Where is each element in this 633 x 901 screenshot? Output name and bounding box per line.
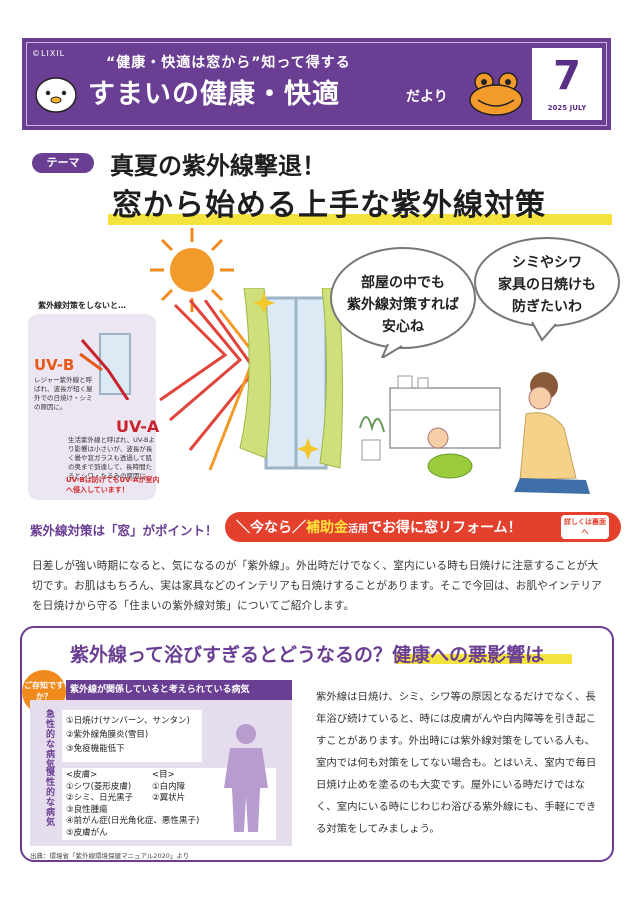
list-item: ①シワ(菱形皮膚): [66, 781, 132, 792]
uva-description: 生活紫外線と呼ばれ、UV-Bより影響は小さいが、波長が長く曇や窓ガラスも透過して…: [68, 436, 155, 480]
uva-label: UV-A: [116, 417, 160, 436]
cta-subsidy-text[interactable]: ＼今なら／補助金活用でお得に窓リフォーム！: [236, 520, 522, 536]
sun-icon: [150, 228, 234, 312]
person-silhouette-icon: [224, 724, 268, 832]
list-heading: <皮膚>: [66, 770, 98, 780]
list-item: ②紫外線角膜炎(雪目): [66, 730, 149, 740]
theme-tag: テーマ: [32, 153, 94, 173]
list-item: ②シミ、日光黒子: [66, 793, 134, 803]
issue-number: 7: [553, 53, 581, 99]
brand-logo: ©LIXIL: [32, 49, 66, 58]
intro-paragraph: 日差しが強い時期になると、気になるのが「紫外線」。外出時だけでなく、室内にいる時…: [32, 560, 602, 612]
source-citation: 出典：環境省「紫外線環境保健マニュアル2020」より: [30, 852, 190, 860]
list-item: ③免疫機能低下: [66, 744, 125, 754]
mini-window-icon: [79, 333, 131, 400]
theme-heading-line1: 真夏の紫外線撃退！: [110, 152, 326, 180]
cta-window-point: 紫外線対策は「窓」がポイント！: [30, 523, 218, 538]
uv-caption: 紫外線対策をしないと…: [38, 301, 126, 310]
uv-info-panel: [28, 314, 156, 500]
health-section: [20, 626, 614, 862]
list-item: ①白内障: [152, 781, 186, 792]
chronic-eye-list: <目> ①白内障 ②翼状片: [152, 770, 185, 805]
window-illustration: [239, 288, 344, 470]
uvb-label: UV-B: [34, 356, 75, 374]
theme-highlight: [108, 214, 612, 225]
acute-disease-list: ①日焼け(サンバーン、サンタン) ②紫外線角膜炎(雪目) ③免疫機能低下: [62, 710, 202, 762]
uv-warning: UV-Bは防げてもUV-Aが室内へ侵入しています！: [66, 476, 160, 494]
acute-label: 急性的な病気: [46, 710, 56, 770]
theme-heading-line2: 窓から始める上手な紫外線対策: [112, 188, 546, 223]
newsletter-title-suffix: だより: [406, 89, 448, 105]
list-heading: <目>: [152, 770, 175, 780]
disease-table-header: 紫外線が関係していると考えられている病気: [66, 680, 292, 700]
list-item: ⑤皮膚がん: [66, 827, 108, 838]
newsletter-title: すまいの健康・快適: [88, 79, 340, 110]
chronic-label: 慢性的な病気: [46, 768, 56, 828]
issue-date: 2025 JULY: [547, 104, 587, 112]
list-item: ③良性腫瘍: [66, 804, 108, 815]
health-title-highlight: [396, 654, 572, 664]
cta-subsidy-banner[interactable]: [225, 512, 621, 542]
list-item: ①日焼け(サンバーン、サンタン): [66, 716, 190, 726]
speech-bubble-left-text: 部屋の中でも紫外線対策すれば安心ね: [347, 275, 459, 335]
uvb-description: レジャー紫外線と呼ばれ、波長が短く屋外での日焼け・シミの原因に。: [34, 376, 93, 411]
list-item: ④前がん症(日光角化症、悪性黒子): [66, 816, 200, 826]
frog-mascot-icon: [469, 72, 523, 116]
issue-badge: [532, 48, 602, 120]
health-paragraph: 紫外線は日焼け、シミ、シワ等の原因となるだけでなく、長年浴び続けていると、時には…: [316, 691, 597, 835]
speech-bubble-right-text: シミやシワ家具の日焼けも防ぎたいわ: [498, 255, 596, 315]
room-illustration: [359, 372, 590, 494]
speech-bubble-right: [474, 237, 620, 342]
chick-mascot-icon: [35, 77, 77, 113]
list-item: ②翼状片: [152, 793, 186, 803]
header-frame: [26, 42, 607, 126]
header-tagline: “健康・快適は窓から”知って得する: [106, 55, 351, 71]
speech-bubble-left: [330, 247, 476, 358]
see-back-page-link[interactable]: 詳しくは裏面へ: [561, 515, 609, 539]
health-section-title: 紫外線って浴びすぎるとどうなるの？健康への悪影響は: [70, 644, 545, 666]
